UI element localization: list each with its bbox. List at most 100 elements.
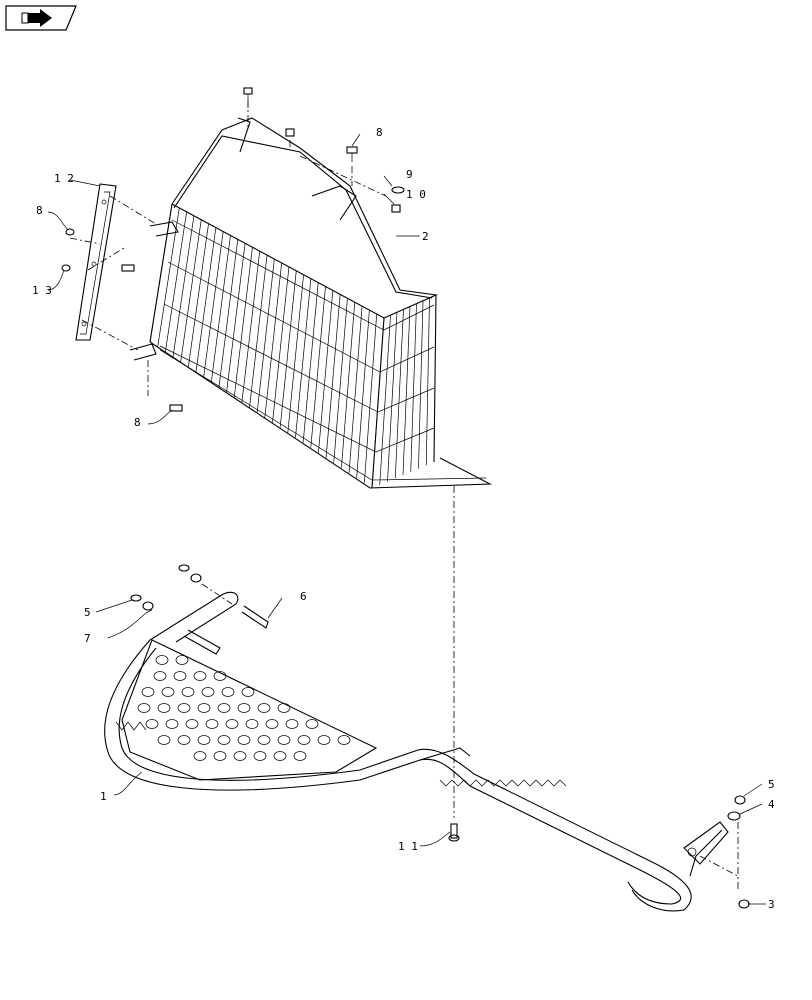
plate-hole xyxy=(213,751,227,761)
plate-hole xyxy=(241,687,255,697)
basket-bar xyxy=(363,314,378,483)
basket-bar xyxy=(425,297,430,466)
plate-hole xyxy=(145,719,159,729)
plate-hole xyxy=(165,719,179,729)
plate-hole xyxy=(177,735,191,745)
basket-bar xyxy=(302,282,319,443)
callout-7: 7 xyxy=(84,632,91,645)
callout-8b: 8 xyxy=(36,204,43,217)
plate-hole xyxy=(233,751,247,761)
basket-bar xyxy=(164,211,187,353)
basket-bar xyxy=(272,266,290,423)
basket-bar xyxy=(172,215,195,358)
basket-bar xyxy=(341,302,356,468)
arrow-right-icon xyxy=(21,9,52,27)
basket-bar xyxy=(157,207,180,348)
callout-1: 1 xyxy=(100,790,107,803)
plate-hole xyxy=(175,655,189,665)
basket-bar xyxy=(387,312,398,482)
step-assembly xyxy=(104,591,729,912)
basket-bar xyxy=(187,223,209,368)
plate-hole xyxy=(197,735,211,745)
callout-8a: 8 xyxy=(376,126,383,139)
callout-11: 1 1 xyxy=(398,840,418,853)
callout-8c: 8 xyxy=(134,416,141,429)
callout-13: 1 3 xyxy=(32,284,52,297)
callout-4: 4 xyxy=(768,798,775,811)
plate-hole xyxy=(141,687,155,697)
plate-hole xyxy=(157,703,171,713)
callout-labels: 1 2 3 4 5 5 6 7 8 8 8 9 1 0 1 1 1 2 1 3 xyxy=(32,126,775,911)
fasteners xyxy=(61,87,750,909)
callout-6: 6 xyxy=(300,590,307,603)
plate-hole xyxy=(153,671,167,681)
plate-hole xyxy=(257,703,271,713)
plate-hole xyxy=(225,719,239,729)
plate-hole xyxy=(253,751,267,761)
center-lines xyxy=(69,100,739,890)
basket-bar xyxy=(333,298,348,463)
callout-leaders xyxy=(47,133,766,905)
basket-bar xyxy=(226,243,246,393)
basket-bar xyxy=(418,300,424,469)
basket-bar xyxy=(249,255,268,408)
basket-bar xyxy=(394,309,404,479)
plate-hole xyxy=(297,735,311,745)
plate-hole xyxy=(213,671,227,681)
plate-hole xyxy=(205,719,219,729)
basket-bar xyxy=(295,278,312,438)
plate-hole xyxy=(161,687,175,697)
plate-hole xyxy=(293,751,307,761)
basket-bar xyxy=(241,251,261,403)
plate-hole xyxy=(273,751,287,761)
plate-hole xyxy=(193,751,207,761)
plate-hole xyxy=(257,735,271,745)
callout-5b: 5 xyxy=(768,778,775,791)
plate-hole xyxy=(201,687,215,697)
basket-bar xyxy=(348,306,363,473)
basket-bar xyxy=(402,306,411,476)
plate-hole xyxy=(137,703,151,713)
plate-hole xyxy=(177,703,191,713)
callout-12: 1 2 xyxy=(54,172,74,185)
plate-hole xyxy=(237,703,251,713)
basket-bar xyxy=(233,247,253,398)
basket-bar xyxy=(318,290,334,453)
plate-hole xyxy=(197,703,211,713)
basket-bar xyxy=(210,235,231,383)
mounting-bracket xyxy=(75,183,117,341)
basket-bar xyxy=(279,270,297,428)
plate-hole xyxy=(157,735,171,745)
callout-5a: 5 xyxy=(84,606,91,619)
plate-hole xyxy=(217,703,231,713)
basket-bar xyxy=(325,294,341,458)
wire-basket xyxy=(129,117,493,489)
basket-bar xyxy=(195,227,217,373)
plate-hole xyxy=(265,719,279,729)
plate-hole xyxy=(237,735,251,745)
callout-2: 2 xyxy=(422,230,429,243)
plate-hole xyxy=(245,719,259,729)
plate-hole xyxy=(277,735,291,745)
basket-bar xyxy=(356,310,370,478)
basket-bar xyxy=(264,262,283,418)
callout-9: 9 xyxy=(406,168,413,181)
plate-hole xyxy=(305,719,319,729)
plate-hole xyxy=(181,687,195,697)
plate-hole xyxy=(193,671,207,681)
basket-bar xyxy=(256,258,275,413)
plate-hole xyxy=(217,735,231,745)
callout-10: 1 0 xyxy=(406,188,426,201)
plate-hole xyxy=(173,671,187,681)
plate-hole xyxy=(337,735,351,745)
plate-hole xyxy=(317,735,331,745)
plate-hole xyxy=(185,719,199,729)
nav-button[interactable] xyxy=(5,5,77,31)
plate-hole xyxy=(155,655,169,665)
basket-bar xyxy=(287,274,304,433)
basket-bar xyxy=(410,303,417,472)
plate-hole xyxy=(221,687,235,697)
plate-hole xyxy=(277,703,291,713)
plate-hole xyxy=(285,719,299,729)
